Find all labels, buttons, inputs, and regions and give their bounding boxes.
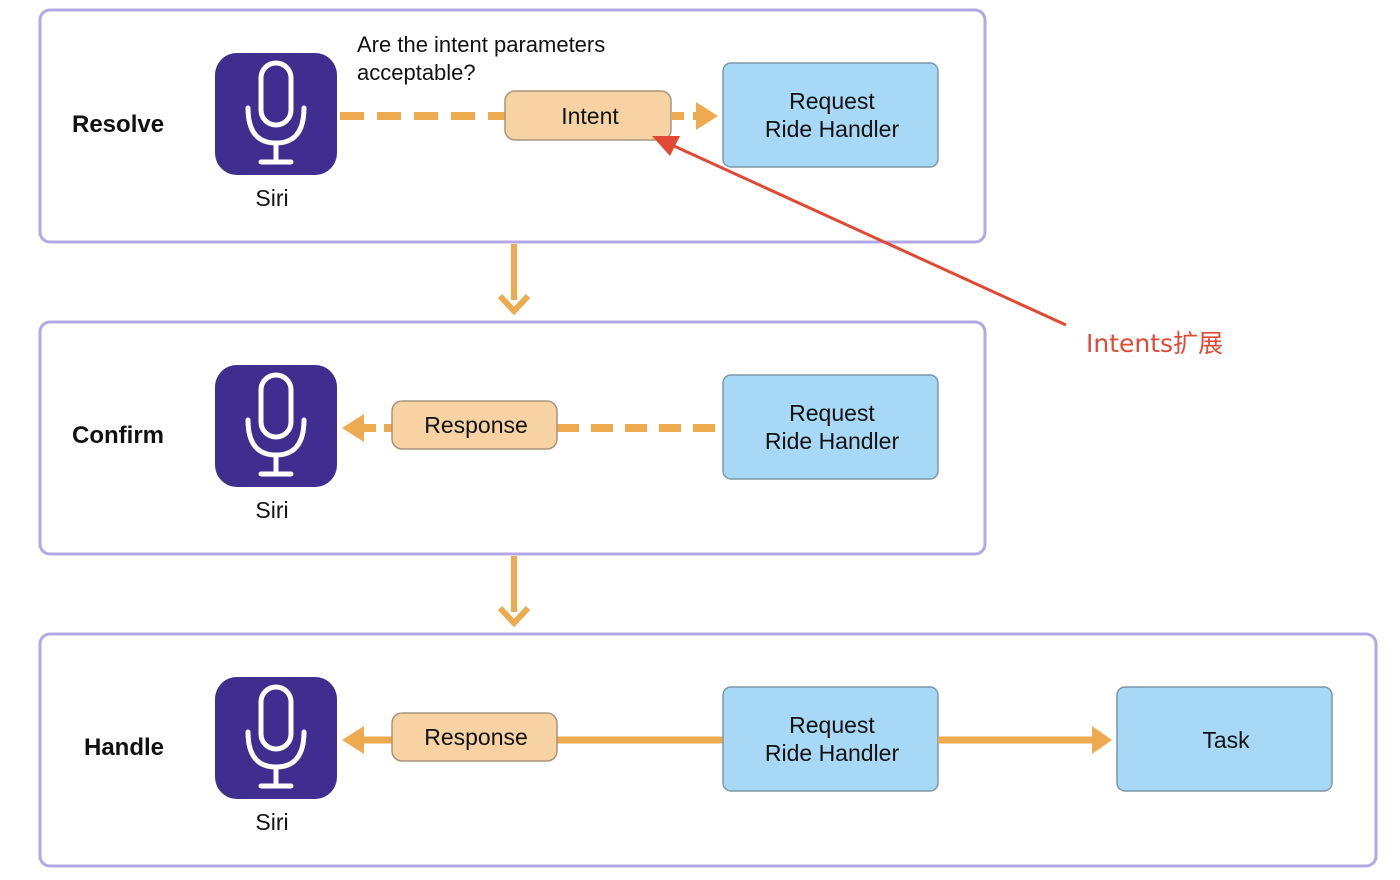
handle-response-label: Response (424, 724, 528, 750)
resolve-stage-label: Resolve (72, 111, 164, 138)
handle-panel-frame (38, 632, 1378, 868)
resolve-siri-caption: Siri (255, 185, 288, 211)
resolve-intent-message: Intent (504, 90, 672, 141)
confirm-stage-label: Confirm (72, 422, 164, 449)
handle-arrowhead-left (342, 726, 364, 754)
handle-siri-icon (215, 677, 337, 799)
confirm-panel: Confirm Siri Response Request Ride Handl… (38, 320, 987, 556)
resolve-handler-line1: Request (789, 88, 875, 114)
flow-down-arrow-1 (497, 244, 531, 316)
handle-stage-label: Handle (84, 734, 164, 761)
resolve-siri-icon (215, 53, 337, 175)
confirm-response-message: Response (391, 400, 558, 450)
handle-task-label: Task (1202, 727, 1250, 753)
confirm-handler-box: Request Ride Handler (722, 374, 939, 480)
confirm-handler-line2: Ride Handler (765, 428, 900, 454)
handle-handler-line2: Ride Handler (765, 740, 900, 766)
handle-arrowhead-task (1092, 726, 1112, 754)
flow-down-arrow-2 (497, 556, 531, 628)
resolve-handler-box: Request Ride Handler (722, 62, 939, 168)
resolve-panel: Resolve Siri Are the intent parameters a… (38, 8, 987, 244)
handle-task-box: Task (1116, 686, 1333, 792)
annotation-arrowhead (652, 136, 680, 156)
annotation-arrow-line (673, 144, 1067, 327)
annotation-label: Intents扩展 (1086, 329, 1223, 358)
handle-siri-caption: Siri (255, 809, 288, 835)
intents-extension-annotation: Intents扩展 (652, 136, 1223, 358)
confirm-siri-caption: Siri (255, 497, 288, 523)
handle-handler-line1: Request (789, 712, 875, 738)
resolve-intent-label: Intent (561, 103, 619, 129)
resolve-question-line1: Are the intent parameters (357, 32, 605, 57)
resolve-question-line2: acceptable? (357, 60, 476, 85)
confirm-arrowhead-left (342, 414, 364, 442)
handle-panel: Handle Siri Response Request Ride Handle… (38, 632, 1378, 868)
confirm-response-label: Response (424, 412, 528, 438)
confirm-handler-line1: Request (789, 400, 875, 426)
resolve-arrowhead-right (696, 102, 718, 130)
handle-response-message: Response (391, 712, 558, 762)
confirm-siri-icon (215, 365, 337, 487)
resolve-handler-line2: Ride Handler (765, 116, 900, 142)
handle-handler-box: Request Ride Handler (722, 686, 939, 792)
